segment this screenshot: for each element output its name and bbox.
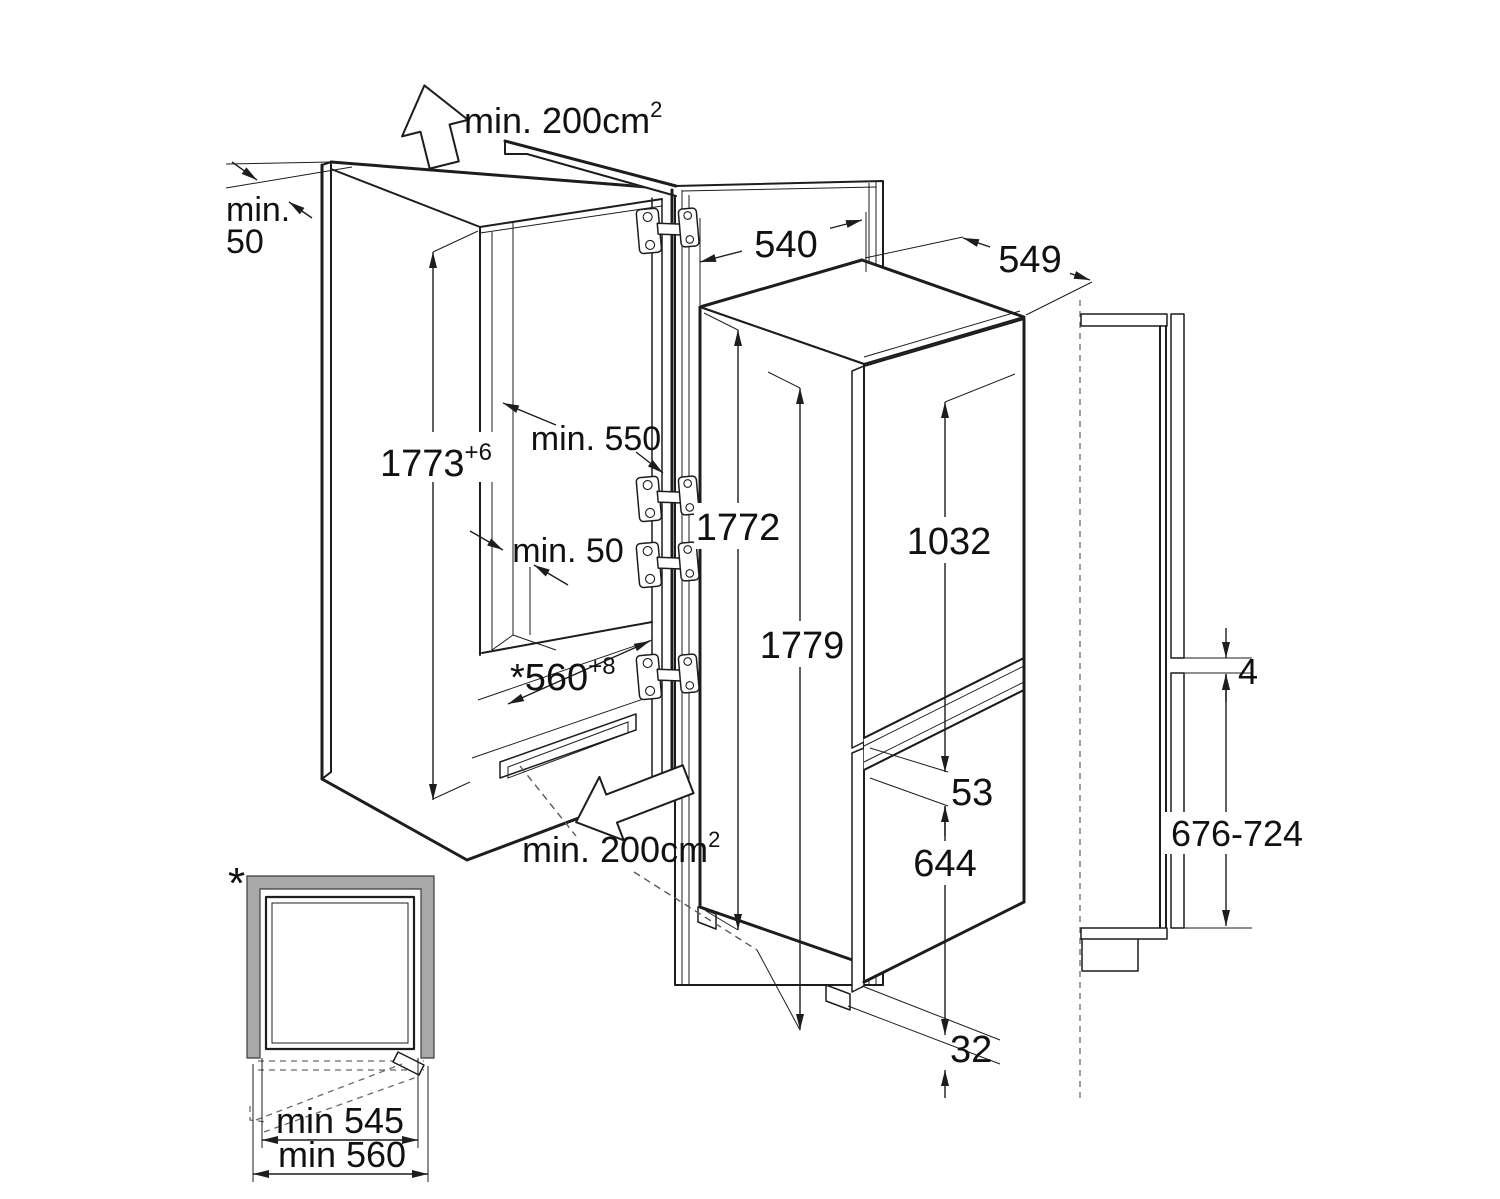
door-open-section [392,1051,425,1076]
dim-appliance-height [694,312,782,931]
label-top-vent: min. 200cm2 [464,97,662,141]
dim-niche-height [374,230,506,800]
label-lower-panel-height: 676-724 [1171,813,1303,854]
label-upper-door-height: 1032 [907,521,992,563]
label-niche-height: 1773+6 [380,439,492,485]
appliance-foot-front [825,984,851,1011]
side-view-top-cap [1080,313,1168,327]
label-door-width: 540 [754,224,817,266]
bottom-airflow-arrow-icon [575,764,695,842]
dim-niche-width [507,640,651,705]
dim-lower-panel [1162,674,1312,926]
lower-panel-strip [1170,672,1185,929]
dim-rear-gap [469,530,569,586]
ventilation [401,84,758,951]
dim-door-width [699,212,867,305]
label-lower-door-height: 644 [913,843,976,885]
plinth-vent-slot [499,713,637,779]
dim-bottom-clearance [847,985,1001,1098]
appliance-section [264,895,416,1051]
dim-total-height [756,371,846,1031]
label-appliance-depth: 549 [998,239,1061,281]
label-niche-width: *560+8 [510,653,616,699]
appliance [697,258,1026,1011]
label-total-height: 1779 [760,625,845,667]
label-appliance-height: 1772 [696,507,781,549]
dim-niche-depth [502,402,664,474]
label-bottom-vent: min. 200cm2 [522,827,720,870]
label-inset-marker: * [228,859,245,908]
section-inset [246,875,435,1182]
side-view-bottom-cap [1080,927,1168,940]
label-inset-outer-width: min 560 [278,1134,406,1175]
hinge-icon-top [635,204,701,255]
dim-lower-door [900,806,990,1035]
niche-walls-section [246,875,435,1059]
label-panel-gap: 4 [1238,651,1258,692]
dimensions [225,161,1312,1178]
upper-panel-strip [1170,313,1185,659]
label-door-gap: 53 [951,772,993,814]
hinge-icon-bottom [635,650,701,701]
dim-upper-door [903,373,1016,772]
dim-appliance-depth [864,236,1093,316]
hinge-icon-upper-mid [635,472,701,523]
label-bottom-clearance: 32 [950,1029,992,1071]
dim-top-clearance [225,161,353,219]
labels: min. 200cm2 min. 50 1773+6 min. 550 min.… [226,97,1303,1175]
label-niche-depth: min. 550 [531,420,661,458]
top-airflow-arrow-icon [401,84,470,170]
niche-cabinet [320,139,678,862]
side-view-plinth [1081,938,1139,972]
label-rear-gap: min. 50 [512,532,624,570]
label-top-clearance-min: min. [226,191,290,229]
hinge-icon-lower-mid [635,538,701,589]
label-top-clearance-50: 50 [226,223,264,261]
label-inset-inner-width: min 545 [276,1100,404,1141]
